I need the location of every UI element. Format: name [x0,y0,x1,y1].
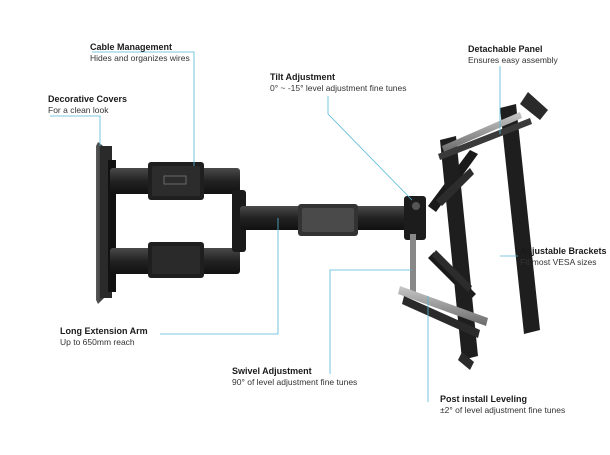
callout-desc: 90° of level adjustment fine tunes [232,377,358,388]
callout-post-install-leveling: Post install Leveling ±2° of level adjus… [440,394,565,416]
callout-title: Detachable Panel [468,44,543,54]
elbow-pivot [232,190,246,252]
leader-cable [92,51,195,166]
callout-tilt-adjustment: Tilt Adjustment 0° ~ -15° level adjustme… [270,72,407,94]
leader-covers [50,115,101,146]
callout-title: Cable Management [90,42,173,52]
callout-desc: 0° ~ -15° level adjustment fine tunes [270,83,407,94]
callout-title: Swivel Adjustment [232,366,312,376]
leader-arm [160,218,279,335]
callout-desc: For a clean look [48,105,109,116]
leader-swivel [329,269,412,374]
callout-swivel-adjustment: Swivel Adjustment 90° of level adjustmen… [232,366,357,388]
callout-title: Long Extension Arm [60,326,148,336]
lower-arm [110,242,240,278]
callout-desc: Ensures easy assembly [468,55,558,66]
extension-arm [240,204,412,236]
callout-title: Post install Leveling [440,394,528,404]
leader-lines [50,51,518,402]
callout-title: Tilt Adjustment [270,72,335,82]
callout-adjustable-brackets: Adjustable Brackets Fit most VESA sizes [520,246,607,268]
callout-cable-management: Cable Management Hides and organizes wir… [90,42,190,64]
callout-desc: ±2° of level adjustment fine tunes [440,405,566,416]
leader-tilt [327,96,413,201]
callout-long-extension-arm: Long Extension Arm Up to 650mm reach [60,326,148,348]
callout-title: Adjustable Brackets [520,246,607,256]
upper-arm [110,162,240,200]
callout-decorative-covers: Decorative Covers For a clean look [48,94,127,116]
callout-detachable-panel: Detachable Panel Ensures easy assembly [468,44,558,66]
wall-plate [96,142,116,304]
callout-desc: Fit most VESA sizes [520,257,597,268]
callout-desc: Up to 650mm reach [60,337,135,348]
tv-brackets [398,92,548,370]
tilt-head [404,196,426,294]
callout-title: Decorative Covers [48,94,128,104]
callout-desc: Hides and organizes wires [90,53,190,64]
